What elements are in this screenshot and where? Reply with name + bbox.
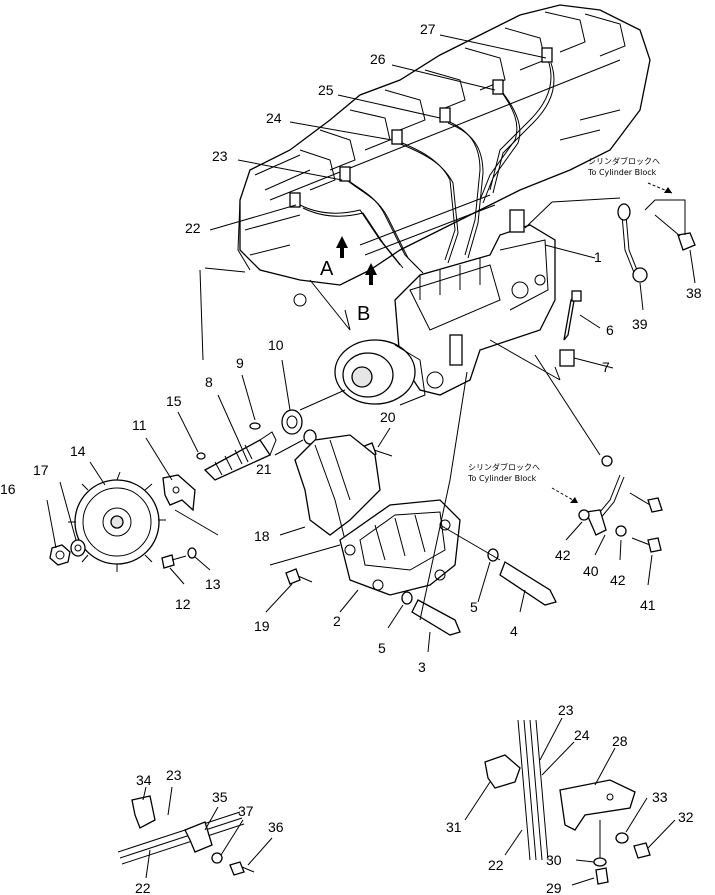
callout-21: 21 (256, 461, 272, 477)
washer-17 (70, 539, 86, 557)
section-marker-a: A (320, 236, 348, 280)
callout-15: 15 (166, 393, 182, 409)
callout-e24: 24 (574, 727, 590, 743)
callout-d36: 36 (268, 819, 284, 835)
callout-e29: 29 (546, 880, 562, 895)
note-top-en: To Cylinder Block (587, 168, 657, 177)
callout-e30: 30 (546, 852, 562, 868)
pump-coupling (334, 339, 426, 406)
callout-8: 8 (205, 374, 213, 390)
drive-gear (68, 471, 166, 572)
callout-18: 18 (254, 528, 270, 544)
callout-d34: 34 (136, 772, 152, 788)
adapter-7 (559, 349, 575, 367)
pin-15 (196, 452, 206, 460)
callout-2: 2 (333, 613, 341, 629)
bolt-3 (411, 599, 461, 636)
bolt-4 (499, 561, 557, 606)
callout-42a: 42 (555, 547, 571, 563)
callout-12: 12 (175, 596, 191, 612)
callout-16: 16 (0, 481, 16, 497)
clamp-detail-right (464, 717, 676, 886)
key-9 (249, 422, 261, 430)
oil-pipe-39 (617, 203, 648, 283)
callout-e33: 33 (652, 789, 668, 805)
washer-42c (615, 525, 627, 537)
callout-3: 3 (418, 659, 426, 675)
to-cylinder-block-arrow-mid (551, 487, 579, 504)
callout-41: 41 (640, 597, 656, 613)
leader-lines (46, 34, 696, 653)
callout-17: 17 (33, 462, 49, 478)
callout-11: 11 (132, 417, 147, 433)
callout-25: 25 (318, 82, 334, 98)
note-top-jp: シリンダブロックへ (588, 156, 660, 166)
callout-20: 20 (380, 409, 396, 425)
callout-38: 38 (686, 285, 702, 301)
callout-d23: 23 (166, 767, 182, 783)
callout-e22: 22 (488, 857, 504, 873)
callout-39: 39 (632, 316, 648, 332)
washer-5a (401, 591, 413, 605)
bracket-11 (162, 474, 196, 512)
fitting-38 (677, 232, 696, 251)
pump-bracket-2 (339, 499, 461, 596)
callout-40: 40 (583, 563, 599, 579)
callout-14: 14 (70, 443, 86, 459)
callout-d37: 37 (238, 803, 254, 819)
pipe-6 (563, 290, 582, 341)
oil-pipe-40 (585, 474, 625, 536)
washer-42b (578, 509, 590, 521)
callout-6: 6 (606, 322, 614, 338)
callout-e31: 31 (446, 819, 462, 835)
callout-e23: 23 (558, 702, 574, 718)
clamp-detail-left (117, 786, 273, 879)
cylinder-head-assembly (199, 4, 651, 361)
washer-13 (187, 547, 197, 559)
callout-d35: 35 (212, 789, 228, 805)
note-mid-en: To Cylinder Block (467, 474, 537, 483)
callout-e28: 28 (612, 733, 628, 749)
shaft-8 (203, 431, 277, 481)
callout-13: 13 (205, 576, 221, 592)
callout-19: 19 (254, 618, 270, 634)
callout-4: 4 (510, 623, 518, 639)
section-marker-b: B (357, 263, 377, 325)
callout-7: 7 (602, 359, 610, 375)
washer-21 (303, 429, 317, 445)
bolt-right (629, 492, 663, 513)
section-label-a: A (320, 258, 334, 280)
cover-18 (294, 434, 381, 541)
seal-10 (281, 409, 303, 435)
callout-22: 22 (185, 220, 201, 236)
bolt-19 (285, 568, 313, 585)
callout-27: 27 (420, 21, 436, 37)
callout-9: 9 (236, 355, 244, 371)
to-cylinder-block-arrow-top (647, 182, 673, 194)
callout-42b: 42 (610, 572, 626, 588)
washer-42a (601, 455, 613, 467)
callout-23: 23 (212, 148, 228, 164)
callout-5b: 5 (470, 599, 478, 615)
bolt-12 (161, 554, 187, 569)
bolt-41 (631, 537, 662, 553)
section-label-b: B (357, 303, 370, 325)
washer-5b (487, 548, 499, 562)
callout-d22: 22 (135, 880, 151, 895)
callout-26: 26 (370, 51, 386, 67)
injection-pump (394, 209, 556, 396)
callout-1: 1 (594, 249, 602, 265)
callout-10: 10 (268, 337, 284, 353)
note-mid-jp: シリンダブロックへ (468, 462, 540, 472)
callout-24: 24 (266, 110, 282, 126)
injection-pipes (289, 47, 555, 274)
callout-e32: 32 (678, 809, 694, 825)
callout-5a: 5 (378, 640, 386, 656)
nut-16 (49, 544, 71, 566)
